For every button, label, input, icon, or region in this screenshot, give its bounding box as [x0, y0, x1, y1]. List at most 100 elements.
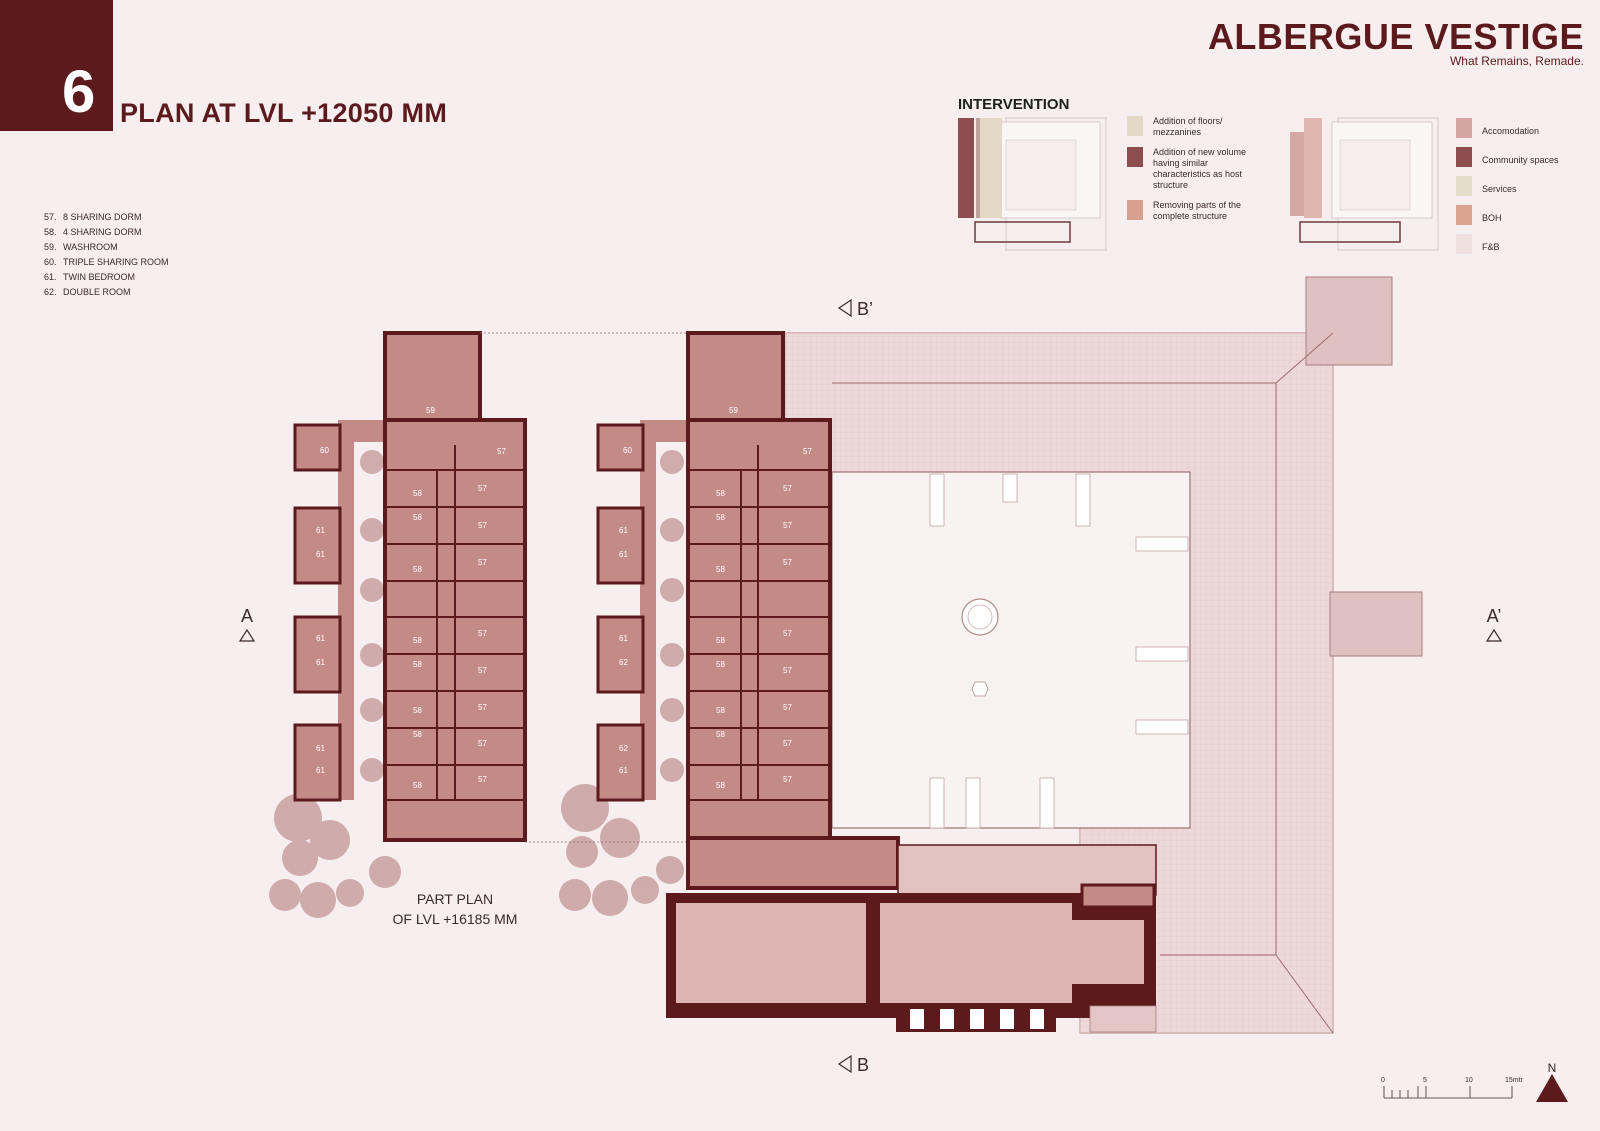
- zoning-swatch: [1456, 176, 1472, 196]
- svg-text:57: 57: [478, 521, 487, 530]
- intervention-key-removing: Removing parts of the complete structure: [1127, 200, 1263, 222]
- svg-text:58: 58: [413, 489, 422, 498]
- room-legend-item: 62.DOUBLE ROOM: [44, 287, 131, 297]
- section-b-top-label: B’: [857, 299, 873, 319]
- svg-text:58: 58: [716, 730, 725, 739]
- svg-text:62: 62: [619, 658, 628, 667]
- room-legend: 57.8 SHARING DORM 58.4 SHARING DORM 59.W…: [44, 210, 169, 300]
- zoning-swatch: [1456, 234, 1472, 254]
- svg-text:57: 57: [478, 484, 487, 493]
- svg-text:58: 58: [716, 660, 725, 669]
- zoning-key-accomodation: Accomodation: [1456, 118, 1592, 138]
- svg-text:57: 57: [478, 703, 487, 712]
- svg-text:57: 57: [783, 484, 792, 493]
- svg-text:57: 57: [783, 666, 792, 675]
- svg-text:58: 58: [716, 781, 725, 790]
- svg-text:57: 57: [803, 447, 812, 456]
- svg-text:58: 58: [716, 489, 725, 498]
- room-legend-item: 61.TWIN BEDROOM: [44, 272, 135, 282]
- svg-text:61: 61: [619, 526, 628, 535]
- svg-text:58: 58: [716, 706, 725, 715]
- part-plan-label-line1: PART PLAN: [417, 891, 493, 907]
- zoning-key-plan: [1290, 117, 1439, 251]
- scale-tick-label: 5: [1423, 1077, 1427, 1084]
- svg-text:61: 61: [316, 550, 325, 559]
- zoning-swatch: [1456, 205, 1472, 225]
- brand-tagline: What Remains, Remade.: [1449, 54, 1584, 68]
- left-wing-room-numbers: 59 60 57 58 58 58 57 57 57 61 61 58 58 5…: [316, 406, 506, 790]
- intervention-key-new-volume: Addition of new volume having similar ch…: [1127, 147, 1263, 191]
- svg-text:58: 58: [413, 781, 422, 790]
- section-a-right-label: A’: [1487, 606, 1502, 626]
- section-b-top-marker: [837, 298, 852, 318]
- scale-bar: 0 5 10 15mtr: [1381, 1077, 1524, 1099]
- svg-text:57: 57: [478, 666, 487, 675]
- intervention-swatch: [1127, 116, 1143, 136]
- svg-text:61: 61: [316, 526, 325, 535]
- svg-text:59: 59: [729, 406, 738, 415]
- svg-text:57: 57: [478, 558, 487, 567]
- section-b-bottom-label: B: [857, 1055, 869, 1075]
- scale-tick-label: 0: [1381, 1077, 1385, 1084]
- svg-text:61: 61: [316, 766, 325, 775]
- room-legend-item: 60.TRIPLE SHARING ROOM: [44, 257, 169, 267]
- svg-text:57: 57: [783, 558, 792, 567]
- svg-text:57: 57: [783, 521, 792, 530]
- svg-text:62: 62: [619, 744, 628, 753]
- svg-text:58: 58: [413, 706, 422, 715]
- svg-text:61: 61: [619, 634, 628, 643]
- right-wing-partitions: [688, 445, 830, 801]
- svg-text:57: 57: [783, 703, 792, 712]
- trees: [269, 450, 684, 918]
- intervention-key-floors: Addition of floors/ mezzanines: [1127, 116, 1263, 138]
- left-wing-part-plan: [293, 331, 688, 843]
- svg-text:58: 58: [716, 513, 725, 522]
- svg-text:57: 57: [478, 739, 487, 748]
- section-a-left-marker: [238, 628, 256, 642]
- room-legend-item: 59.WASHROOM: [44, 242, 118, 252]
- svg-text:57: 57: [497, 447, 506, 456]
- svg-text:58: 58: [413, 565, 422, 574]
- zoning-swatch: [1456, 118, 1472, 138]
- svg-text:58: 58: [413, 660, 422, 669]
- svg-text:61: 61: [316, 634, 325, 643]
- scale-tick-label: 15mtr: [1505, 1077, 1524, 1084]
- part-plan-label-line2: OF LVL +16185 MM: [393, 911, 518, 927]
- svg-text:58: 58: [716, 565, 725, 574]
- north-arrow-icon: [1536, 1074, 1568, 1102]
- svg-text:58: 58: [413, 636, 422, 645]
- svg-text:57: 57: [783, 775, 792, 784]
- zoning-swatch: [1456, 147, 1472, 167]
- room-legend-item: 57.8 SHARING DORM: [44, 212, 142, 222]
- sheet-number-block: [0, 0, 113, 131]
- right-wing-room-numbers: 59 60 57 58 58 58 57 57 57 61 61 58 58 5…: [619, 406, 812, 790]
- zoning-key-services: Services: [1456, 176, 1592, 196]
- scale-tick-label: 10: [1465, 1077, 1473, 1084]
- north-arrow: N: [1536, 1061, 1568, 1102]
- svg-text:57: 57: [478, 775, 487, 784]
- section-a-left-label: A: [241, 606, 253, 626]
- svg-text:61: 61: [316, 658, 325, 667]
- existing-courtyard-building: [784, 276, 1423, 1034]
- sheet-title: PLAN AT LVL +12050 MM: [120, 98, 448, 128]
- svg-text:61: 61: [619, 550, 628, 559]
- brand-title: ALBERGUE VESTIGE: [1207, 16, 1584, 57]
- intervention-swatch: [1127, 147, 1143, 167]
- intervention-title: INTERVENTION: [958, 96, 1070, 113]
- svg-text:58: 58: [716, 636, 725, 645]
- zoning-key-boh: BOH: [1456, 205, 1592, 225]
- room-legend-item: 58.4 SHARING DORM: [44, 227, 142, 237]
- section-b-bottom-marker: [837, 1054, 852, 1074]
- north-label: N: [1548, 1061, 1557, 1075]
- svg-text:60: 60: [623, 446, 632, 455]
- intervention-key-plan: [958, 117, 1107, 251]
- svg-text:57: 57: [783, 739, 792, 748]
- svg-text:61: 61: [619, 766, 628, 775]
- sheet-number: 6: [62, 58, 96, 125]
- svg-text:60: 60: [320, 446, 329, 455]
- lower-existing-building: [666, 883, 1157, 1033]
- zoning-key-community: Community spaces: [1456, 147, 1592, 167]
- left-wing-partitions: [385, 445, 525, 801]
- section-a-right-marker: [1485, 628, 1503, 642]
